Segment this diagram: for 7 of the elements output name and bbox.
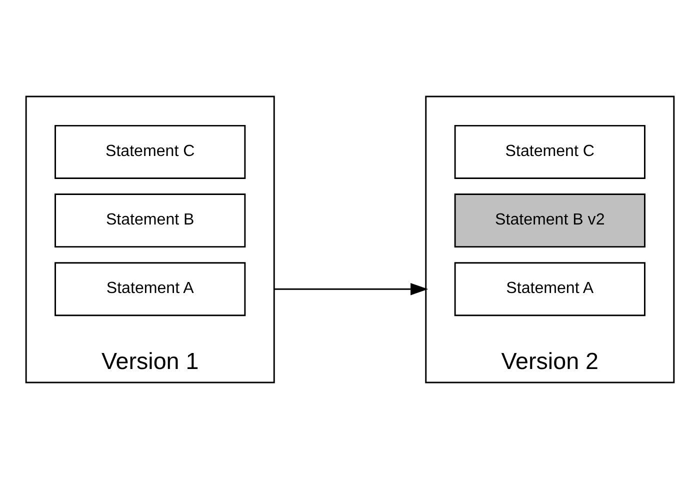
node-box: Statement C [54,124,246,179]
arrow [274,282,428,296]
node-box: Statement A [454,262,646,316]
node-box: Statement A [54,262,246,316]
node-box: Statement B [54,194,246,248]
node-box: Statement B v2 [454,194,646,248]
node-box: Statement C [454,124,646,179]
